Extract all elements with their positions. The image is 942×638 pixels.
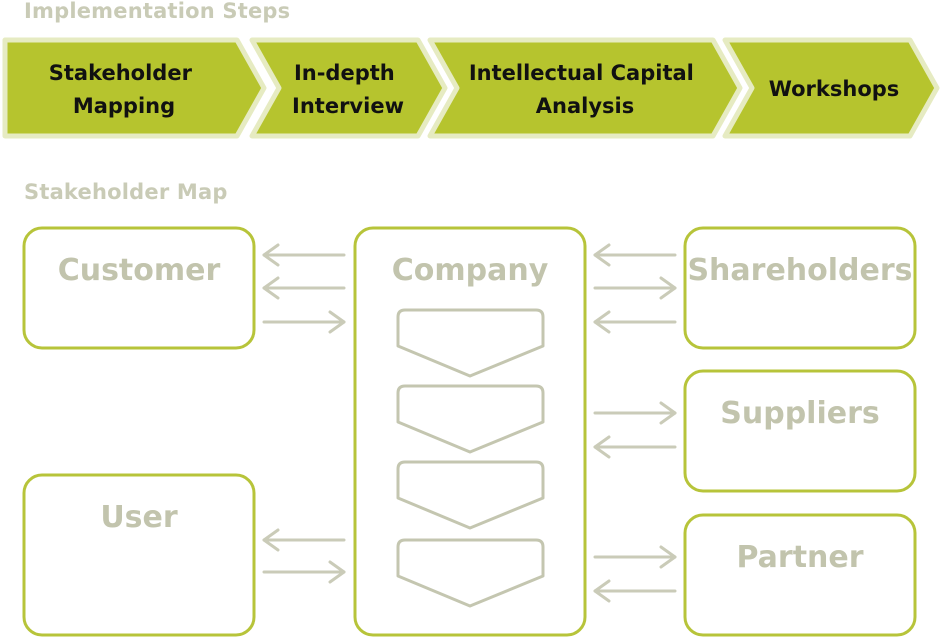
process-chevron-4 [396, 538, 545, 608]
implementation-steps: Stakeholder Mapping In-depth Interview I… [2, 37, 940, 139]
step-in-depth-interview-label: In-depth Interview [292, 61, 404, 118]
user-box [22, 473, 256, 637]
flow-arrows [262, 243, 677, 603]
process-chevron-2 [396, 384, 545, 454]
arrow-company-to-shareholders [593, 276, 677, 300]
shareholders-label: Shareholders [687, 253, 912, 288]
company-process-chevrons [396, 308, 545, 608]
partner-box [683, 513, 917, 637]
arrow-company-to-partner [593, 545, 677, 569]
step-workshops: Workshops [722, 37, 940, 139]
customer-box [22, 226, 256, 350]
partner-label: Partner [736, 540, 863, 575]
implementation-steps-title: Implementation Steps [24, 0, 291, 23]
shareholders-box [683, 226, 917, 350]
arrow-shareholders-to-company-2 [593, 310, 677, 334]
arrow-company-to-suppliers [593, 401, 677, 425]
process-chevron-3 [396, 460, 545, 530]
company-label: Company [392, 253, 549, 288]
stakeholder-boxes: Customer User Company Shareholders Suppl… [22, 226, 917, 637]
step-intellectual-capital-analysis-label: Intellectual Capital Analysis [469, 61, 701, 118]
suppliers-box [683, 369, 917, 493]
stakeholder-map-title: Stakeholder Map [24, 180, 228, 204]
step-stakeholder-mapping: Stakeholder Mapping [2, 37, 267, 139]
user-label: User [100, 500, 178, 535]
process-chevron-1 [396, 308, 545, 378]
customer-label: Customer [58, 253, 221, 288]
arrow-company-to-customer-1 [262, 243, 346, 267]
step-stakeholder-mapping-label: Stakeholder Mapping [49, 61, 200, 118]
arrow-shareholders-to-company-1 [593, 243, 677, 267]
arrow-suppliers-to-company [593, 435, 677, 459]
company-box [353, 226, 587, 637]
arrow-company-to-user [262, 528, 346, 552]
arrow-user-to-company [262, 560, 346, 584]
arrow-partner-to-company [593, 579, 677, 603]
suppliers-label: Suppliers [720, 396, 879, 431]
step-workshops-label: Workshops [769, 77, 900, 101]
step-intellectual-capital-analysis: Intellectual Capital Analysis [427, 37, 743, 139]
step-in-depth-interview: In-depth Interview [249, 37, 448, 139]
arrow-customer-to-company [262, 310, 346, 334]
arrow-company-to-customer-2 [262, 276, 346, 300]
